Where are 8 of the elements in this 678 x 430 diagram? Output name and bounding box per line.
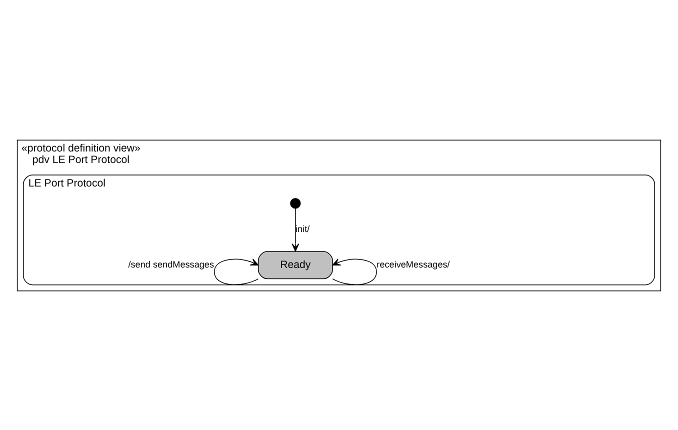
arrow [214, 258, 259, 285]
node-circle [290, 198, 301, 208]
edge-label: receiveMessages/ [376, 258, 450, 269]
node-box: Ready [258, 250, 333, 279]
arrow [332, 258, 377, 285]
edge-label: /send sendMessages [128, 258, 214, 269]
edge-label: init/ [296, 224, 310, 234]
arrow [292, 208, 300, 252]
